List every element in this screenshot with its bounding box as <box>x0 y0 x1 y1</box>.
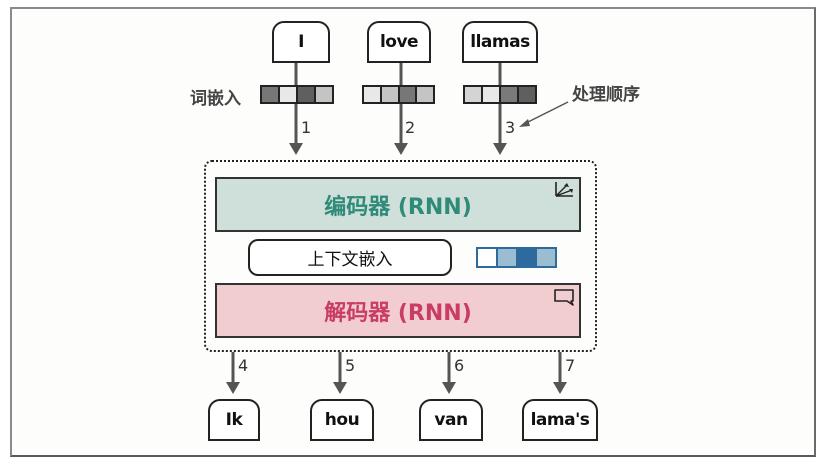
order-number: 4 <box>238 356 249 375</box>
encoder-block: 编码器 (RNN) <box>215 177 581 232</box>
input-token-love: love <box>367 21 431 63</box>
order-number: 1 <box>301 118 312 137</box>
diagram-frame <box>10 7 816 457</box>
output-token-van: van <box>419 399 483 441</box>
decoder-block: 解码器 (RNN) <box>215 283 581 338</box>
processing-order-label: 处理顺序 <box>572 85 640 105</box>
context-embedding-label: 上下文嵌入 <box>307 250 393 270</box>
encoder-decoder-container <box>204 160 597 352</box>
embedding-strip-i <box>260 85 334 104</box>
token-label: Ik <box>225 410 243 430</box>
output-token-hou: hou <box>310 399 374 441</box>
token-label: hou <box>324 410 360 430</box>
context-embedding-box: 上下文嵌入 <box>248 239 452 276</box>
order-number: 3 <box>505 118 516 137</box>
output-arrow-7 <box>553 352 567 394</box>
output-arrow-5 <box>333 352 347 394</box>
embedding-cell <box>481 85 501 104</box>
embedding-cell <box>478 249 496 266</box>
embedding-cell <box>278 85 298 104</box>
output-token-ik: Ik <box>208 399 260 441</box>
order-number: 7 <box>565 356 576 375</box>
input-token-llamas: llamas <box>462 21 538 63</box>
token-label: I <box>298 32 304 52</box>
embedding-strip-llamas <box>463 85 537 104</box>
embedding-cell <box>260 85 280 104</box>
context-embedding-strip <box>476 247 557 268</box>
word-embedding-label: 词嵌入 <box>190 89 241 109</box>
decoder-label: 解码器 (RNN) <box>324 300 472 326</box>
input-arrow-3 <box>493 63 507 155</box>
embedding-strip-love <box>362 85 435 104</box>
embedding-cell <box>535 249 555 266</box>
output-arrow-6 <box>442 352 456 394</box>
token-label: lama's <box>530 410 590 430</box>
output-arrow-4 <box>226 352 240 394</box>
vector-arrows-icon <box>555 182 573 197</box>
embedding-cell <box>463 85 483 104</box>
embedding-cell <box>515 249 536 266</box>
speech-bubble-icon <box>554 289 574 306</box>
token-label: llamas <box>470 32 530 52</box>
input-token-i: I <box>272 21 330 63</box>
embedding-cell <box>415 85 435 104</box>
order-number: 2 <box>405 118 416 137</box>
encoder-label: 编码器 (RNN) <box>324 194 472 220</box>
processing-order-pointer <box>519 101 569 127</box>
embedding-cell <box>495 249 516 266</box>
embedding-cell <box>499 85 519 104</box>
output-token-lamas: lama's <box>522 399 598 441</box>
token-label: love <box>379 32 419 52</box>
embedding-cell <box>296 85 316 104</box>
order-number: 6 <box>454 356 465 375</box>
order-number: 5 <box>345 356 356 375</box>
input-arrow-2 <box>394 63 408 155</box>
input-arrow-1 <box>289 63 303 155</box>
token-label: van <box>434 410 468 430</box>
embedding-cell <box>314 85 334 104</box>
embedding-cell <box>517 85 537 104</box>
